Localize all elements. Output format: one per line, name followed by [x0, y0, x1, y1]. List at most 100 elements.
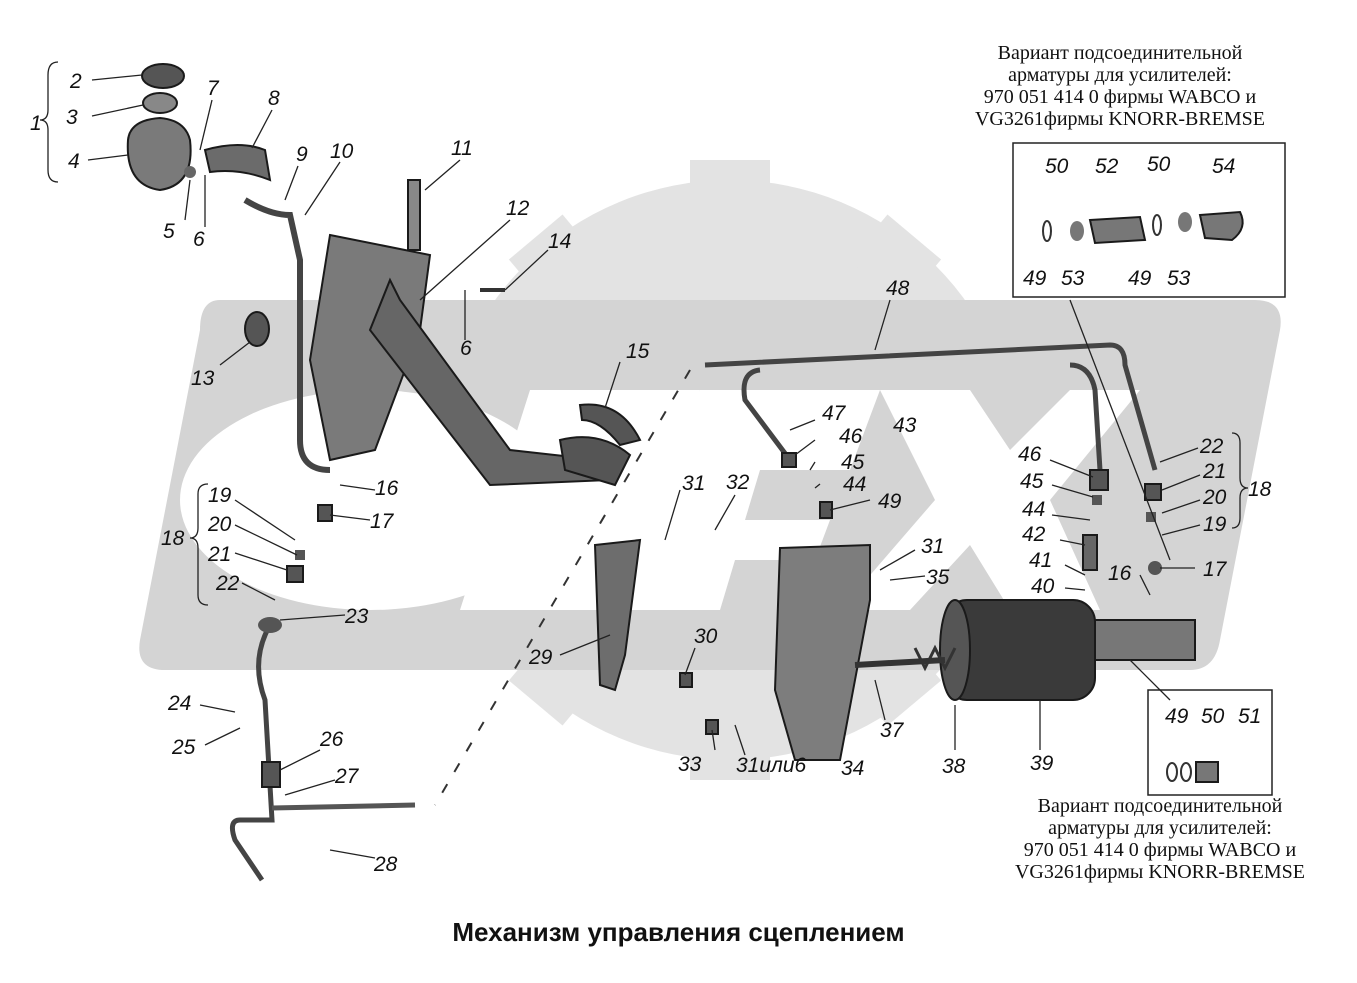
label-10: 10: [330, 140, 354, 163]
pipe-27: [271, 802, 416, 811]
label-4: 4: [68, 150, 80, 173]
label-19-right: 19: [1203, 513, 1227, 536]
label-23: 23: [344, 605, 369, 628]
label-51: 51: [1238, 705, 1261, 728]
label-43: 43: [893, 414, 917, 437]
bracket-8: [203, 144, 272, 182]
label-41: 41: [1029, 549, 1052, 572]
label-20-left: 20: [207, 513, 232, 536]
label-48: 48: [886, 277, 910, 300]
label-31-top: 31: [682, 472, 705, 495]
pipe-43b: [1069, 362, 1103, 471]
label-22-right: 22: [1199, 435, 1224, 458]
caption-top-line-2: арматуры для усилителей:: [1008, 64, 1232, 86]
fittings-right: [679, 452, 1162, 735]
label-16-right: 16: [1108, 562, 1132, 585]
label-3: 3: [66, 106, 78, 129]
label-46-left: 46: [839, 425, 863, 448]
label-45-right: 45: [1020, 470, 1044, 493]
group-18-right-brace: [1231, 432, 1249, 529]
label-25: 25: [171, 736, 196, 759]
inset-bottom: [1147, 689, 1273, 796]
clutch-booster-39: [854, 599, 1196, 701]
label-47: 47: [822, 402, 847, 425]
label-49-inset-a: 49: [1023, 267, 1047, 290]
label-54: 54: [1212, 155, 1235, 178]
label-16-left: 16: [375, 477, 399, 500]
label-53-a: 53: [1061, 267, 1085, 290]
label-24: 24: [167, 692, 191, 715]
caption-top-line-1: Вариант подсоединительной: [997, 42, 1243, 64]
label-39: 39: [1030, 752, 1054, 775]
label-7: 7: [207, 77, 220, 100]
pipe-28: [229, 623, 275, 882]
label-27: 27: [334, 765, 360, 788]
group-18-left-brace: [189, 483, 209, 606]
label-38: 38: [942, 755, 966, 778]
label-8: 8: [268, 87, 280, 110]
caption-bottom-line-2: арматуры для усилителей:: [1048, 817, 1272, 839]
label-19-left: 19: [208, 484, 232, 507]
label-18-left: 18: [161, 527, 185, 550]
label-40: 40: [1031, 575, 1055, 598]
inset-bottom-parts: [1166, 761, 1219, 783]
label-15: 15: [626, 340, 650, 363]
diagram-title: Механизм управления сцеплением: [452, 917, 905, 947]
pipe-48: [704, 342, 1158, 471]
label-21-left: 21: [207, 543, 231, 566]
leader-inset-bottom: [1129, 659, 1171, 701]
label-34: 34: [841, 757, 864, 780]
bracket-34: [773, 543, 871, 761]
label-52: 52: [1095, 155, 1119, 178]
label-17-left: 17: [370, 510, 395, 533]
fitting-26: [261, 761, 281, 788]
label-46-right: 46: [1018, 443, 1042, 466]
label-20-right: 20: [1202, 486, 1227, 509]
label-13: 13: [191, 367, 215, 390]
label-5: 5: [163, 220, 175, 243]
label-53-b: 53: [1167, 267, 1191, 290]
label-14: 14: [548, 230, 571, 253]
label-6-mid: 6: [460, 337, 472, 360]
label-45-left: 45: [841, 451, 865, 474]
label-2: 2: [69, 70, 82, 93]
label-44-left: 44: [843, 473, 866, 496]
plug-13: [244, 311, 270, 347]
label-49-main: 49: [878, 490, 902, 513]
leader-lines: [87, 74, 1201, 859]
label-31-or-6: 31или6: [736, 754, 807, 777]
label-18-right: 18: [1248, 478, 1272, 501]
label-44-right: 44: [1022, 498, 1045, 521]
pipe-43: [741, 367, 792, 462]
lever-29: [593, 538, 642, 692]
caption-bottom: Вариант подсоединительной арматуры для у…: [990, 795, 1330, 883]
label-21-right: 21: [1202, 460, 1226, 483]
caption-bottom-line-3: 970 051 414 0 фирмы WABCO и: [1023, 839, 1297, 861]
watermark-logo: [139, 160, 1281, 780]
label-29: 29: [528, 646, 553, 669]
label-42: 42: [1022, 523, 1046, 546]
inset-top-parts: [1042, 210, 1244, 245]
caption-top-line-4: VG3261фирмы KNORR-BREMSE: [974, 108, 1266, 130]
label-37: 37: [880, 719, 905, 742]
label-9: 9: [296, 143, 308, 166]
label-17-right: 17: [1203, 558, 1228, 581]
label-49-inset-bottom: 49: [1165, 705, 1189, 728]
label-35: 35: [926, 566, 950, 589]
label-50-inset-bottom: 50: [1201, 705, 1225, 728]
label-22-left: 22: [215, 572, 240, 595]
fittings-group-18-left: [258, 504, 333, 633]
label-50-inset-b: 50: [1147, 153, 1171, 176]
inset-top: [1012, 142, 1286, 298]
pipe-9: [243, 197, 331, 473]
caption-bottom-line-1: Вариант подсоединительной: [1037, 795, 1283, 817]
caption-bottom-line-4: VG3261фирмы KNORR-BREMSE: [1014, 861, 1306, 883]
caption-top-line-3: 970 051 414 0 фирмы WABCO и: [983, 86, 1257, 108]
label-28: 28: [373, 853, 398, 876]
leader-inset: [1069, 299, 1171, 561]
part-labels: 1 2 3 4 5 6 7 8 9 10 11 12 13 14 6 15 16…: [30, 70, 1272, 876]
label-1: 1: [30, 112, 42, 135]
label-30: 30: [694, 625, 718, 648]
label-50-inset-a: 50: [1045, 155, 1069, 178]
